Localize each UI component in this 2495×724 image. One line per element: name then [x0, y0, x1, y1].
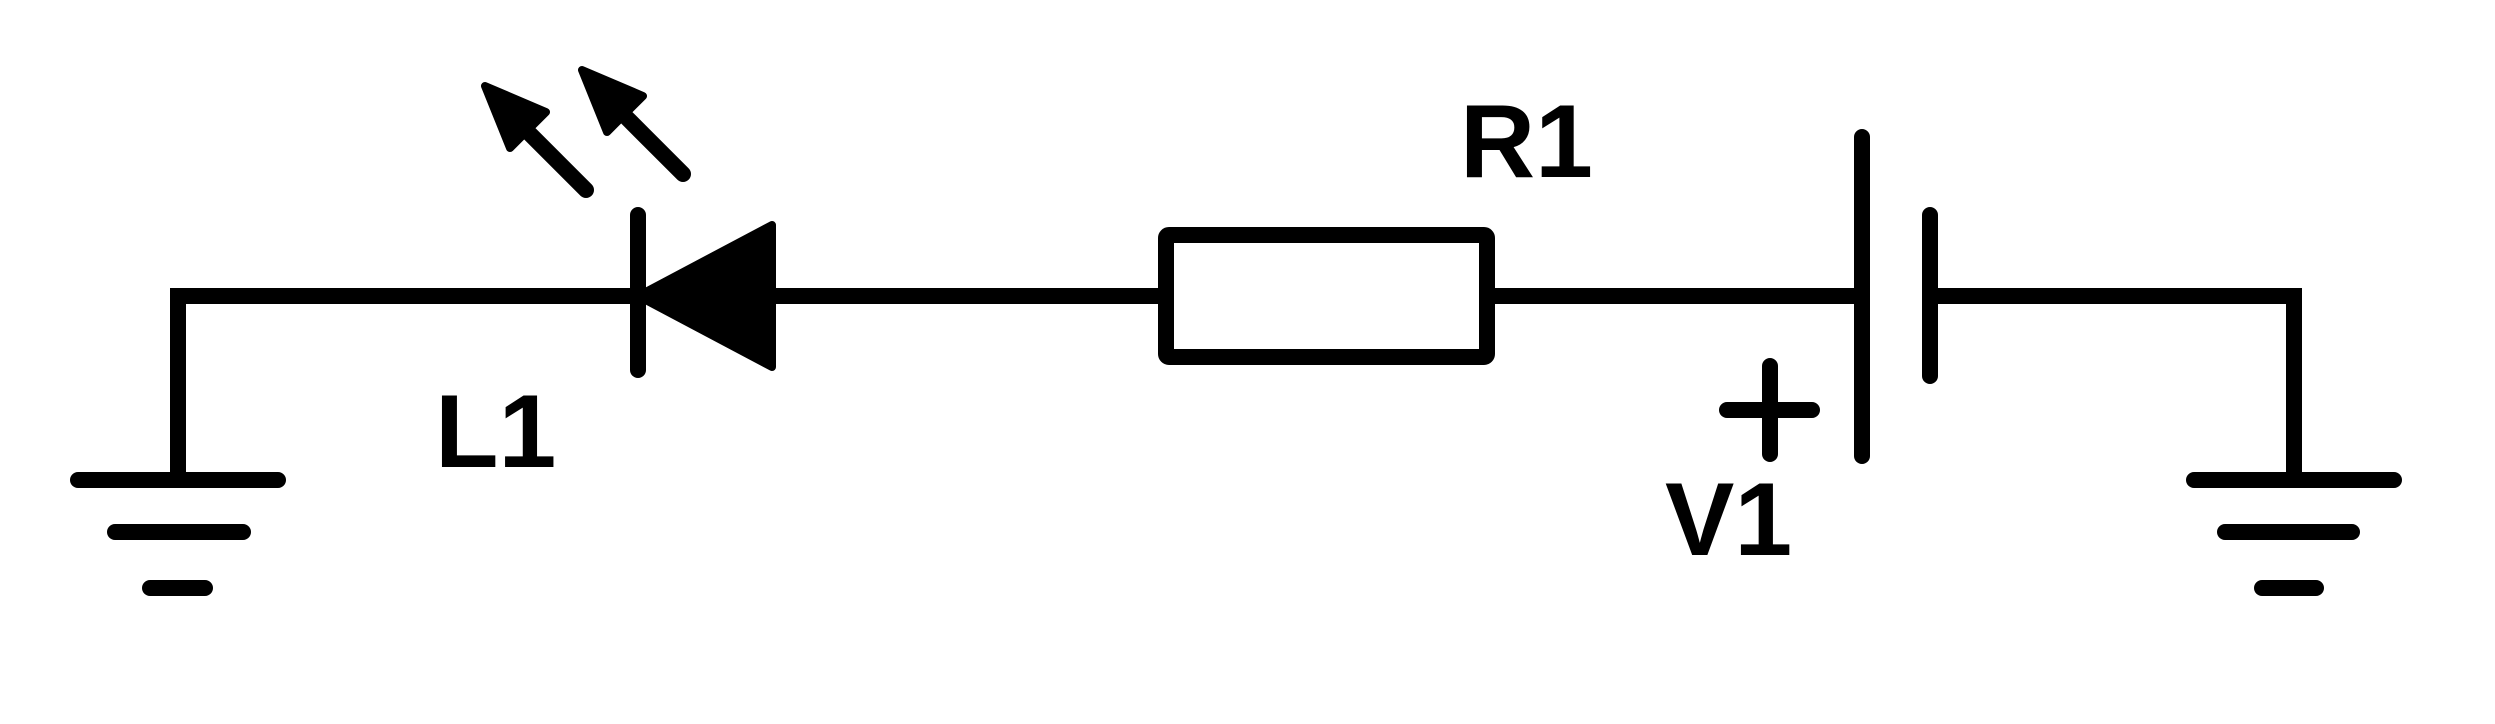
wire-source-to-right-ground [1922, 288, 2302, 488]
wire-left-ground-to-led [170, 288, 648, 488]
ground-left [70, 472, 286, 596]
led-label: L1 [435, 374, 556, 490]
led-triangle [634, 221, 776, 371]
source-label: V1 [1665, 462, 1792, 578]
ground-right [2186, 472, 2402, 596]
resistor-r1 [1158, 227, 1495, 365]
resistor-body [1158, 227, 1495, 365]
led-l1 [481, 66, 776, 378]
resistor-label: R1 [1460, 84, 1593, 200]
voltage-source-v1 [1719, 129, 1938, 464]
led-emission-arrows [481, 66, 691, 198]
wires [170, 288, 2302, 488]
